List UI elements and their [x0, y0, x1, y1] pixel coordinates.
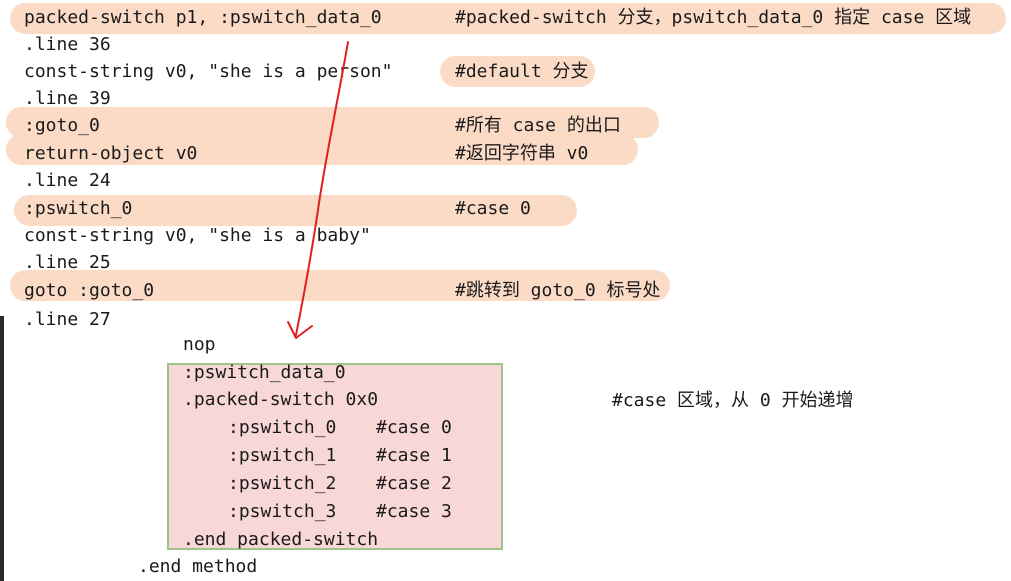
code-line-const-string-person: const-string v0, "she is a person": [24, 61, 393, 82]
highlight-goto: [10, 270, 670, 301]
code-line-goto-0-label: :goto_0: [24, 115, 100, 136]
case-label: :pswitch_0: [228, 417, 337, 438]
comment-return: #返回字符串 v0: [455, 143, 589, 164]
case-comment: #case 2: [376, 473, 452, 494]
code-end-method: .end method: [138, 556, 258, 577]
comment-packed: #packed-switch 分支，pswitch_data_0 指定 case…: [455, 7, 972, 28]
code-line-line-39: .line 39: [24, 88, 111, 109]
arrow-head: [287, 321, 313, 339]
code-line-line-25: .line 25: [24, 252, 111, 273]
case-comment: #case 3: [376, 501, 452, 522]
case-label: :pswitch_3: [228, 501, 337, 522]
code-line-packed-switch: packed-switch p1, :pswitch_data_0: [24, 7, 382, 28]
code-end-packed-switch: .end packed-switch: [183, 529, 379, 550]
case-comment: #case 1: [376, 445, 452, 466]
case-label: :pswitch_1: [228, 445, 337, 466]
highlight-default-comment: [440, 56, 595, 87]
switch-data-box: [167, 363, 503, 550]
code-pswitch-data-label: :pswitch_data_0: [183, 362, 346, 383]
arrow-line: [295, 41, 349, 336]
code-line-line-24: .line 24: [24, 170, 111, 191]
left-edge-bar: [0, 316, 4, 581]
code-line-line-36: .line 36: [24, 34, 111, 55]
comment-goto-exit: #所有 case 的出口: [455, 115, 621, 136]
highlight-pswitch-0: [14, 195, 577, 226]
case-comment: #case 0: [376, 417, 452, 438]
comment-default: #default 分支: [455, 61, 589, 82]
case-label: :pswitch_2: [228, 473, 337, 494]
comment-case-0: #case 0: [455, 198, 531, 219]
code-line-goto: goto :goto_0: [24, 280, 155, 301]
code-nop: nop: [183, 334, 216, 355]
highlight-return-object: [6, 134, 638, 165]
code-line-const-string-baby: const-string v0, "she is a baby": [24, 225, 371, 246]
highlight-packed-switch: [10, 3, 1006, 34]
comment-jump: #跳转到 goto_0 标号处: [455, 280, 661, 301]
code-line-pswitch-0: :pswitch_0: [24, 198, 133, 219]
case-region-note: #case 区域，从 0 开始递增: [612, 390, 854, 411]
code-line-return-object: return-object v0: [24, 143, 198, 164]
code-packed-switch-header: .packed-switch 0x0: [183, 389, 379, 410]
